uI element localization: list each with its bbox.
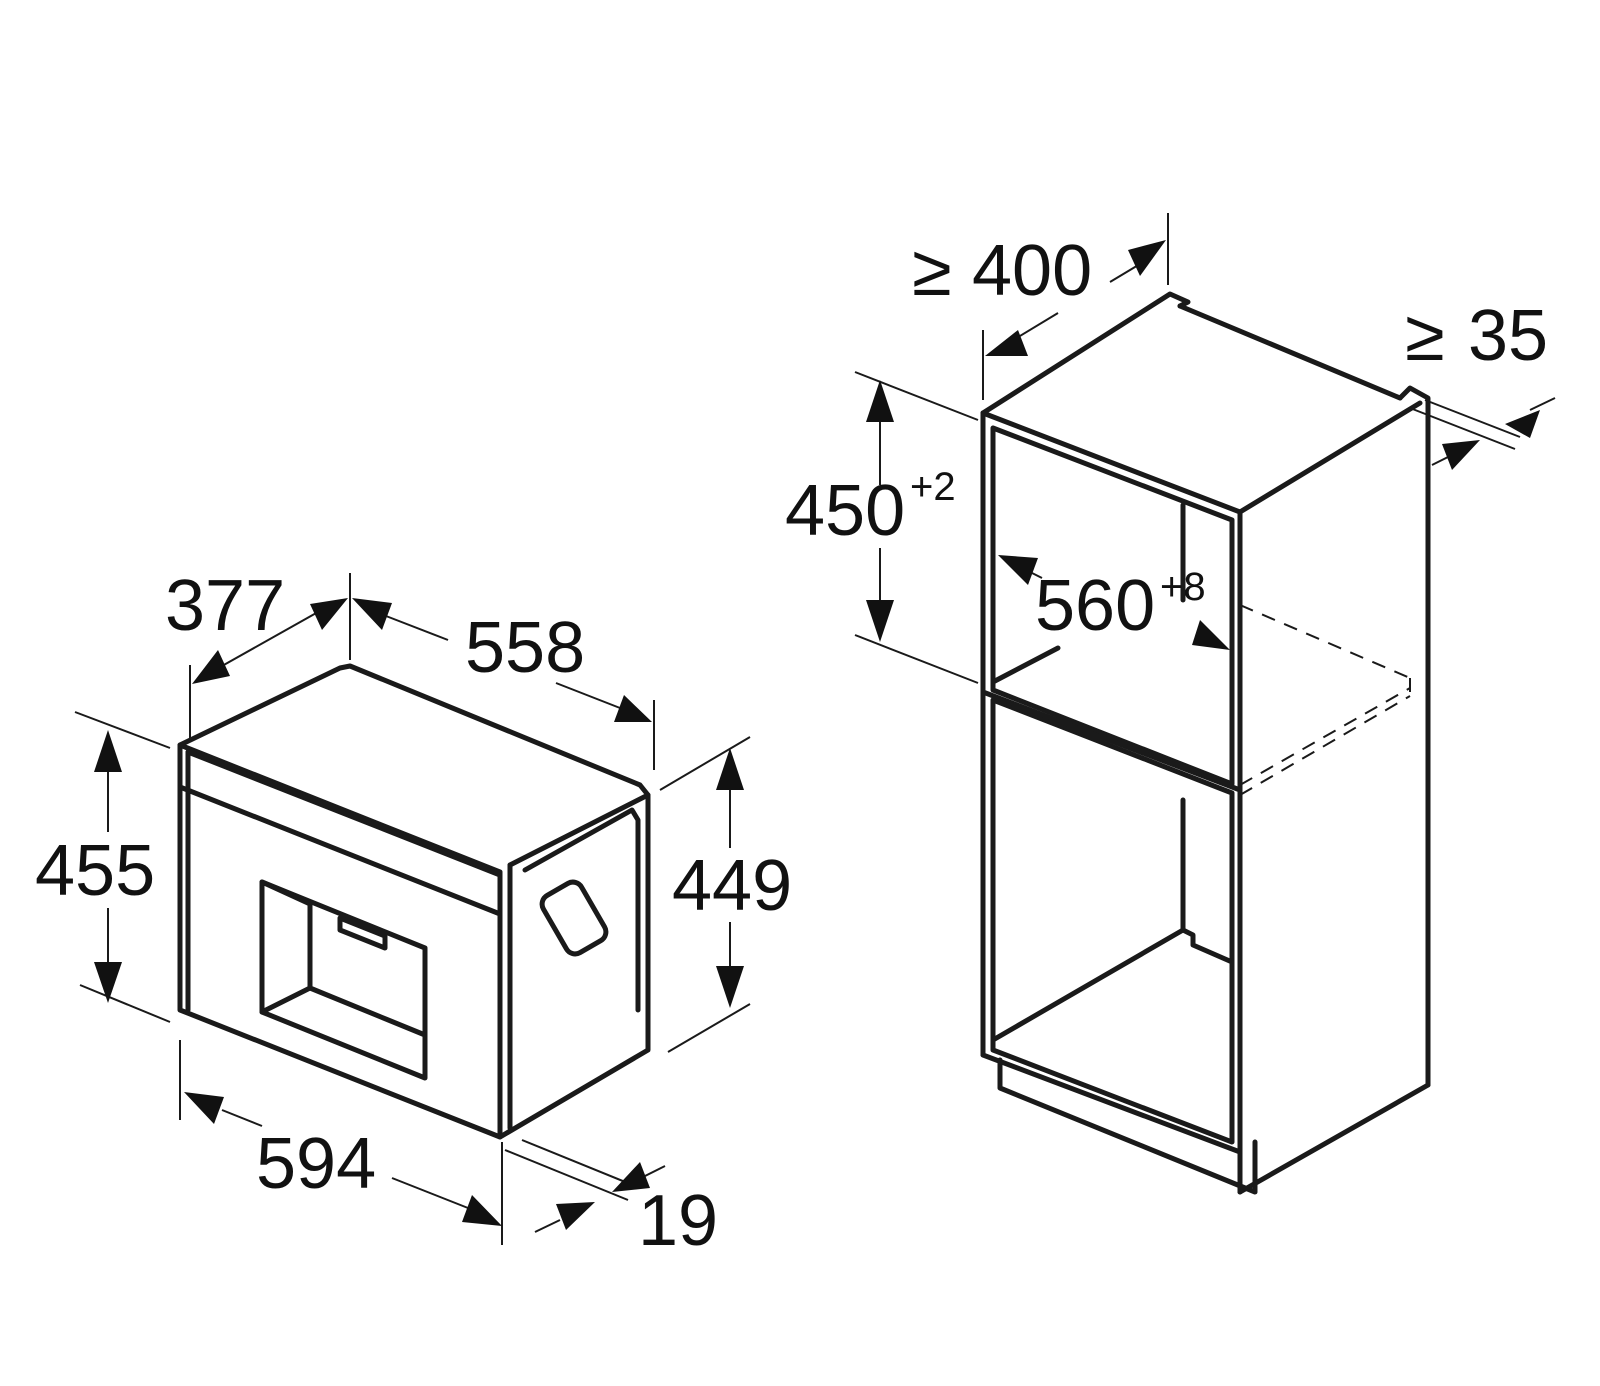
extension-line (504, 1149, 629, 1201)
cabinet-top-left-edge (980, 291, 1191, 416)
extension-line (79, 984, 171, 1023)
extension-line (1409, 407, 1516, 450)
lower-floor-front (980, 1052, 1243, 1155)
cabinet-plinth (997, 1057, 1258, 1195)
dimension-line-594 (391, 1177, 469, 1209)
label-594: 594 (256, 1124, 376, 1204)
arrow-head (94, 730, 122, 772)
extension-line (74, 711, 171, 749)
arrow-head (1505, 410, 1540, 438)
appliance-side-panel (497, 792, 651, 1140)
dimension-line-594 (221, 1109, 263, 1127)
cabinet-top-right-edge (1237, 400, 1423, 515)
ventilation-dashed-line (1239, 687, 1411, 786)
ventilation-dashed-line (1239, 695, 1411, 796)
appliance-dimension-lines (74, 573, 751, 1245)
arrow-head (184, 1092, 224, 1124)
label-35-prefix: ≥ (1405, 296, 1445, 376)
dimension-line-19 (534, 1219, 561, 1233)
label-400: 400 (972, 231, 1092, 311)
arrow-head (716, 966, 744, 1008)
arrow-head (866, 600, 894, 642)
dimension-line-558 (385, 615, 449, 641)
arrow-head (192, 650, 230, 684)
dimension-line-400 (1109, 263, 1141, 283)
arrow-head (614, 695, 652, 722)
dispenser-niche-corner (259, 879, 313, 907)
arrow-head (556, 1202, 595, 1230)
extension-line (521, 1139, 641, 1189)
arrow-head (985, 330, 1028, 356)
arrow-head (716, 748, 744, 790)
appliance-drawing (177, 663, 651, 1140)
label-560: 560 (1035, 566, 1155, 646)
niche-floor-back (990, 645, 1061, 685)
cabinet-top-right-corner (1397, 385, 1431, 1088)
dimension-line-35 (1529, 397, 1556, 411)
appliance-side-rail (522, 807, 641, 1013)
arrow-head (310, 598, 348, 630)
dimension-line-377 (221, 611, 319, 667)
cabinet-dimension-lines (854, 213, 1556, 684)
appliance-side-handle (539, 879, 609, 957)
extension-line (854, 634, 979, 684)
label-450-tolerance: +2 (910, 465, 956, 509)
dimension-line-558 (555, 682, 621, 709)
label-558: 558 (465, 608, 585, 688)
dispenser-niche (259, 879, 428, 1081)
arrow-head (352, 598, 392, 630)
arrow-head (1442, 440, 1480, 470)
arrow-head (1192, 620, 1230, 650)
extension-line (659, 736, 751, 791)
arrow-head (94, 962, 122, 1003)
cabinet-top-back-edge (1177, 303, 1403, 401)
extension-line (854, 371, 979, 421)
lower-floor-diagonal (990, 927, 1186, 1043)
label-449: 449 (672, 846, 792, 926)
label-400-prefix: ≥ (912, 231, 952, 311)
lower-back-floor (1180, 927, 1235, 965)
extension-line (1424, 399, 1521, 438)
label-455: 455 (35, 831, 155, 911)
extension-line (667, 1003, 751, 1053)
ventilation-dashed-line (1239, 604, 1411, 679)
lower-compartment-frame (990, 697, 1235, 1145)
arrow-head (866, 380, 894, 422)
cabinet-side-bottom-edge (1237, 1082, 1431, 1195)
appliance-top-surface (177, 663, 651, 868)
appliance-top-front-lip (185, 749, 503, 878)
arrow-head (462, 1195, 502, 1226)
appliance-front-top-band (177, 784, 503, 917)
arrow-head (1128, 240, 1166, 276)
dispenser-outlet (337, 915, 388, 951)
dispenser-niche-floor (259, 985, 313, 1015)
label-560-tolerance: +8 (1160, 565, 1206, 609)
label-35: 35 (1468, 296, 1548, 376)
arrow-head (612, 1162, 650, 1192)
niche-inner-frame (990, 425, 1235, 787)
label-377: 377 (165, 566, 285, 646)
dimension-labels: 377 558 455 449 594 19 ≥ 400 ≥ 35 450 +2… (35, 231, 1548, 1261)
arrow-head (998, 555, 1038, 585)
cabinet-drawing (980, 291, 1431, 1195)
label-19: 19 (638, 1181, 718, 1261)
label-450: 450 (785, 471, 905, 551)
lower-compartment-frame-inner (980, 689, 1243, 793)
cabinet-top-front-edge (980, 410, 1243, 515)
